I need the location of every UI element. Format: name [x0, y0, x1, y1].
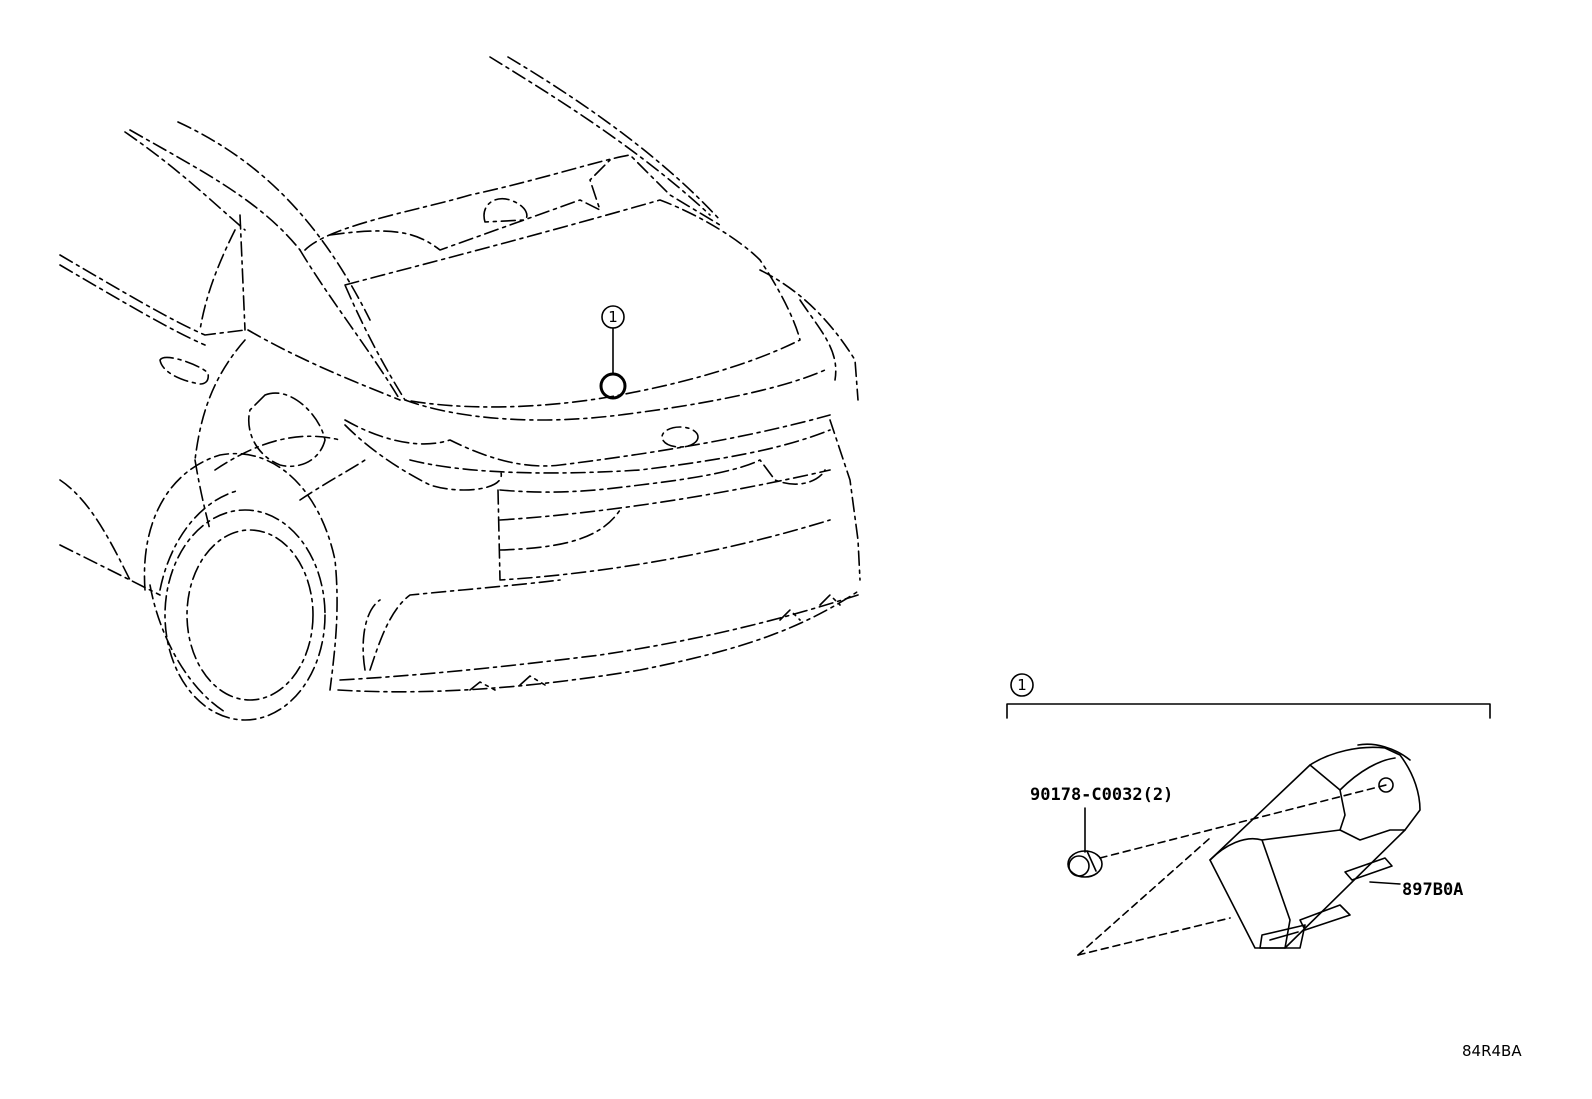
screw-part-number: 90178-C0032(2): [1030, 785, 1173, 805]
vehicle-callout-number: 1: [608, 308, 618, 326]
assembly-callout-number: 1: [1017, 676, 1027, 694]
figure-code: 84R4BA: [1462, 1042, 1522, 1060]
screw-part: 90178-C0032(2): [1030, 785, 1173, 878]
assembly-leader-lines: [1077, 784, 1387, 956]
sensor-location-marker: [599, 372, 627, 400]
vehicle-rear-illustration: [59, 56, 861, 721]
assembly-bracket: 1: [1006, 673, 1491, 719]
sensor-module-part: 897B0A: [1209, 743, 1463, 949]
vehicle-callout-1: 1: [599, 305, 627, 400]
sensor-part-number: 897B0A: [1402, 880, 1463, 900]
